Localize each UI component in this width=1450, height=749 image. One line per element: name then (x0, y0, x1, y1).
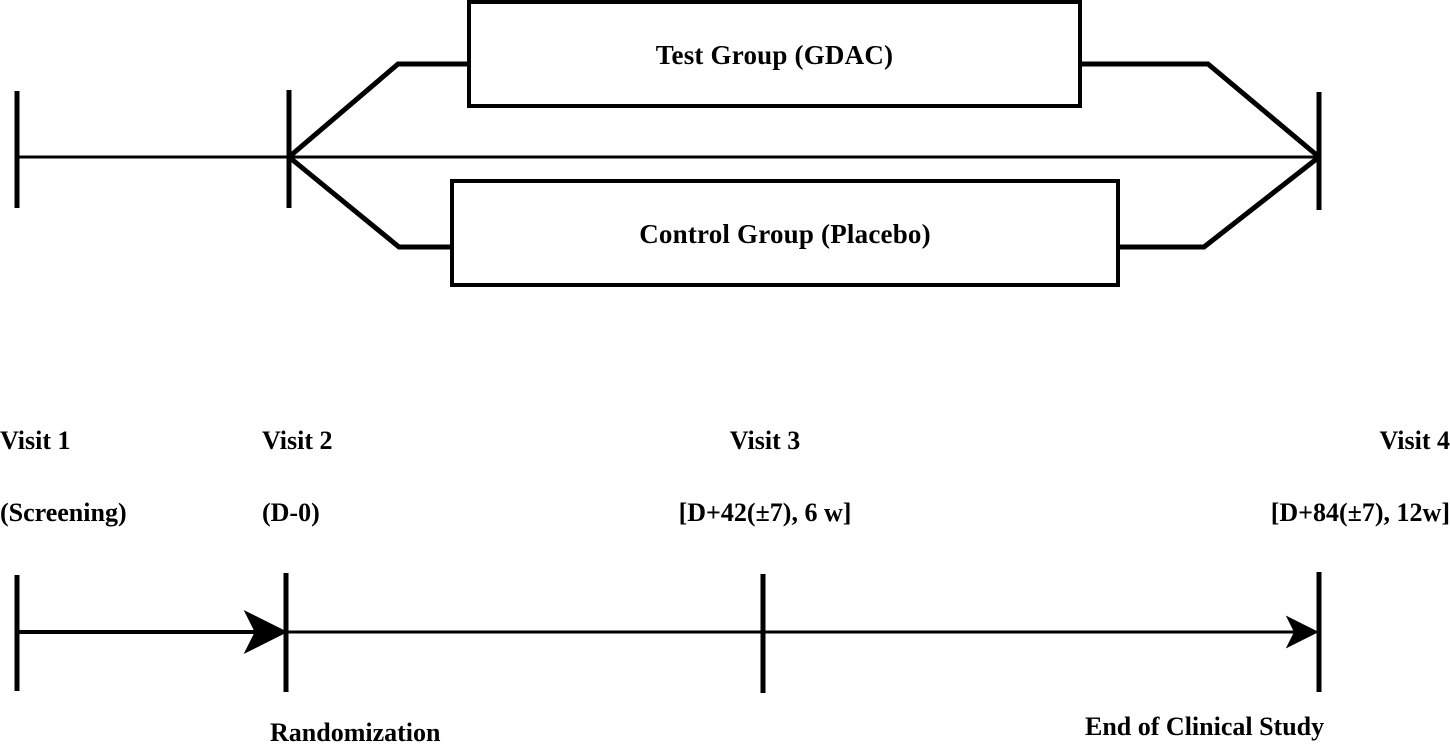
connector-randomization-to-test-group (287, 61, 469, 159)
connector-control-group-to-end (1079, 155, 1321, 250)
visit-2-window: (D-0) (262, 498, 320, 527)
test-group-label: Test Group (GDAC) (655, 40, 894, 70)
visit-1-name: Visit 1 (0, 426, 71, 455)
visit-1-window: (Screening) (0, 498, 127, 527)
visit-4-window: [D+84(±7), 12w] (1270, 498, 1450, 527)
visit-4-name: Visit 4 (1379, 426, 1450, 455)
visit-1-block: Visit 1 (Screening) (0, 428, 220, 526)
visit-2-block: Visit 2 (D-0) (262, 428, 482, 526)
end-of-study-caption: End of Clinical Study (1085, 712, 1325, 741)
control-group-label: Control Group (Placebo) (639, 219, 931, 249)
control-group-box (450, 179, 1120, 287)
visit-4-block: Visit 4 [D+84(±7), 12w] (1205, 428, 1450, 526)
visit-3-window: [D+42(±7), 6 w] (678, 498, 852, 527)
visit-3-block: Visit 3 [D+42(±7), 6 w] (640, 428, 890, 526)
randomization-caption: Randomization (270, 718, 441, 747)
connector-test-group-to-end (1079, 61, 1321, 159)
visit-3-name: Visit 3 (729, 426, 801, 455)
connector-randomization-to-control-group (287, 155, 470, 250)
test-group-box (467, 0, 1082, 108)
visit-2-name: Visit 2 (262, 426, 333, 455)
